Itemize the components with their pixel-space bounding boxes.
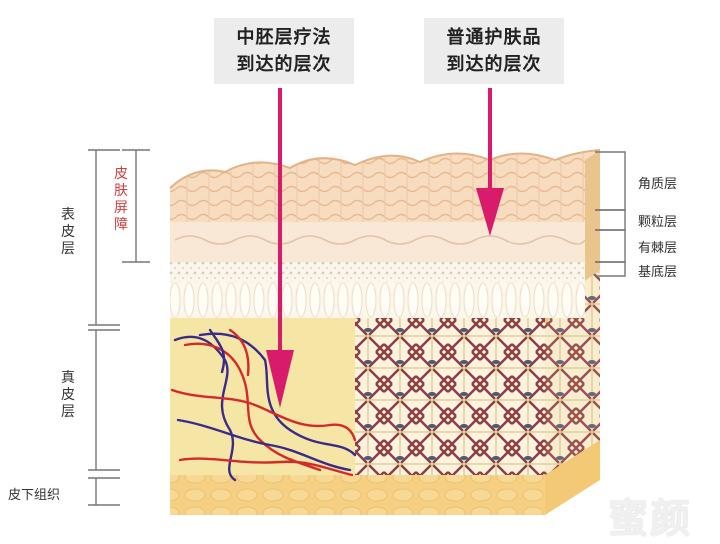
- stratum-granulosum-label: 颗粒层: [638, 215, 678, 230]
- skincare-callout: 普通护肤品 到达的层次: [424, 18, 564, 84]
- granular-layer: [170, 222, 585, 262]
- skincare-arrow: [476, 88, 504, 236]
- blood-vessels: [170, 328, 357, 482]
- skin-barrier-bracket: [122, 149, 150, 263]
- stratum-corneum-label: 角质层: [638, 177, 678, 192]
- skincare-callout-line1: 普通护肤品: [446, 27, 542, 48]
- dermis-right-collagen: [355, 318, 545, 475]
- mesotherapy-callout-line2: 到达的层次: [236, 54, 332, 75]
- basale-bracket: [595, 261, 626, 277]
- watermark-logo: 蜜颜: [608, 496, 692, 542]
- mesotherapy-arrow: [266, 88, 294, 408]
- corneum-surface: [169, 149, 601, 189]
- stratum-basale-label: 基底层: [638, 265, 678, 280]
- skincare-callout-line2: 到达的层次: [446, 54, 542, 75]
- right-brackets: [595, 151, 626, 277]
- epidermis-bracket: [88, 149, 120, 326]
- mesotherapy-callout: 中胚层疗法 到达的层次: [214, 18, 354, 84]
- subcutaneous-bracket: [88, 477, 120, 506]
- epidermis-label: 表皮层: [61, 207, 75, 257]
- stratum-corneum: [170, 150, 600, 222]
- dermis-bracket: [88, 329, 120, 471]
- spinous-layer-columns: [170, 282, 585, 318]
- left-brackets: [88, 149, 150, 506]
- subcutaneous-label: 皮下组织: [8, 488, 61, 503]
- dermis-label: 真皮层: [61, 370, 75, 420]
- mesotherapy-callout-line1: 中胚层疗法: [236, 27, 332, 48]
- skin-barrier-label: 皮肤屏障: [114, 166, 128, 233]
- granular-wave: [174, 235, 586, 245]
- subcutaneous-fat: [170, 475, 545, 515]
- basal-layer: [170, 262, 585, 282]
- stratum-spinosum-label: 有棘层: [638, 241, 678, 256]
